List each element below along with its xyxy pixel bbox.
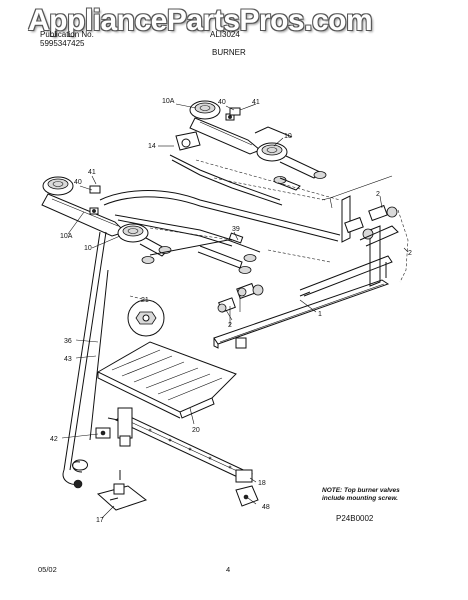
- callout-17: 17: [96, 517, 104, 524]
- callout-2-upper: 2: [376, 191, 380, 198]
- publication-label: Publication No.: [40, 30, 94, 39]
- manifold-pipe: [213, 255, 393, 349]
- publication-number: 5995347425: [40, 39, 85, 48]
- callout-39: 39: [232, 226, 240, 233]
- burner-valves-center: [217, 282, 264, 326]
- note-line-2: include mounting screw.: [322, 495, 398, 502]
- callout-43: 43: [64, 356, 72, 363]
- oven-burner: [107, 407, 259, 507]
- callout-20: 20: [192, 427, 200, 434]
- callout-48: 48: [262, 504, 270, 511]
- callout-2-right: 2: [408, 250, 412, 257]
- callout-10-top: 10: [284, 133, 292, 140]
- watermark: AppliancePartsPros.com: [28, 4, 373, 37]
- callout-10a-top: 10A: [162, 98, 175, 105]
- diagram-code: P24B0002: [336, 514, 374, 523]
- callout-10a-left: 10A: [60, 233, 73, 240]
- oven-gas-line: [62, 231, 148, 511]
- callout-21: 21: [141, 297, 149, 304]
- note-text: NOTE: Top burner valves include mounting…: [322, 487, 400, 503]
- callout-14: 14: [148, 143, 156, 150]
- footer-page-number: 4: [226, 565, 231, 574]
- leader-lines: [61, 103, 409, 519]
- callout-2-lower: 2: [228, 322, 232, 329]
- callout-labels: 10A 40 41 10 14 41 40 2 2 10A 10 39 21 1…: [50, 98, 412, 524]
- burner-valves-right: [321, 175, 409, 287]
- model-number: ALI3024: [210, 30, 240, 39]
- callout-42: 42: [50, 436, 58, 443]
- callout-41-left: 41: [88, 169, 96, 176]
- callout-40-left: 40: [74, 179, 82, 186]
- gas-tubing: [99, 154, 341, 274]
- rear-burner-assembly: [175, 100, 327, 191]
- callout-41-top: 41: [252, 99, 260, 106]
- callout-18: 18: [258, 480, 266, 487]
- note-line-1: NOTE: Top burner valves: [322, 487, 400, 494]
- front-burner-assembly: [41, 176, 172, 264]
- callout-36: 36: [64, 338, 72, 345]
- section-title: BURNER: [212, 48, 246, 57]
- burner-shield: [96, 341, 237, 419]
- callout-1: 1: [318, 311, 322, 318]
- callout-10-left: 10: [84, 245, 92, 252]
- callout-40-top: 40: [218, 99, 226, 106]
- orifice-detail: [127, 295, 165, 337]
- footer-date: 05/02: [38, 565, 57, 574]
